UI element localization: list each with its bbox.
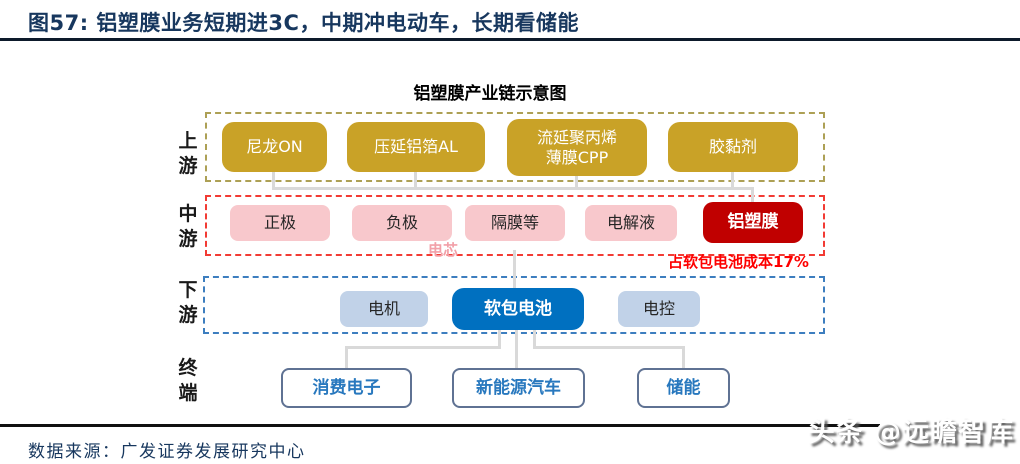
stage-label-terminal: 终端 xyxy=(178,357,198,404)
connector-line xyxy=(414,170,417,189)
connector-line xyxy=(272,170,275,189)
connector-line xyxy=(498,328,501,348)
node-motor: 电机 xyxy=(340,291,428,327)
node-new-energy-vehicle: 新能源汽车 xyxy=(452,368,585,408)
node-energy-storage: 储能 xyxy=(637,368,730,408)
title-divider xyxy=(0,38,1020,41)
connector-line xyxy=(345,346,348,369)
upstream-group-box xyxy=(205,112,825,182)
battery-cell-label: 电芯 xyxy=(428,241,459,259)
connector-line xyxy=(731,170,734,189)
node-rolled-aluminum-foil: 压延铝箔AL xyxy=(347,122,485,172)
node-cathode: 正极 xyxy=(230,205,330,241)
node-aluminum-plastic-film: 铝塑膜 xyxy=(703,202,803,243)
connector-line xyxy=(751,187,754,203)
connector-line xyxy=(345,346,501,349)
stage-label-downstream: 下游 xyxy=(178,279,198,326)
connector-line xyxy=(272,187,754,190)
node-nylon-on: 尼龙ON xyxy=(222,122,327,172)
node-electrolyte: 电解液 xyxy=(585,205,677,241)
node-consumer-electronics: 消费电子 xyxy=(281,368,412,408)
node-electric-control: 电控 xyxy=(618,291,700,327)
cost-share-note: 占软包电池成本17% xyxy=(668,253,809,271)
connector-line xyxy=(533,328,536,348)
connector-line xyxy=(575,174,578,189)
connector-line xyxy=(515,328,518,369)
stage-label-upstream: 上游 xyxy=(178,130,198,177)
connector-line xyxy=(533,346,685,349)
node-cpp-film-line1: 流延聚丙烯 xyxy=(536,128,617,148)
node-cpp-film: 流延聚丙烯 薄膜CPP xyxy=(507,119,647,176)
node-adhesive: 胶黏剂 xyxy=(668,122,798,172)
connector-line xyxy=(513,250,516,290)
connector-line xyxy=(682,346,685,369)
stage-label-midstream: 中游 xyxy=(178,203,198,250)
node-anode: 负极 xyxy=(352,205,452,241)
node-cpp-film-line2: 薄膜CPP xyxy=(545,147,609,167)
node-pouch-battery: 软包电池 xyxy=(452,288,584,330)
diagram-title: 铝塑膜产业链示意图 xyxy=(413,84,567,104)
figure-title: 图57: 铝塑膜业务短期进3C，中期冲电动车，长期看储能 xyxy=(28,11,579,35)
data-source: 数据来源：广发证券发展研究中心 xyxy=(28,442,306,462)
watermark: 头条 @远瞻智库 xyxy=(807,417,1014,448)
footer-divider xyxy=(0,424,880,427)
node-separator: 隔膜等 xyxy=(465,205,565,241)
